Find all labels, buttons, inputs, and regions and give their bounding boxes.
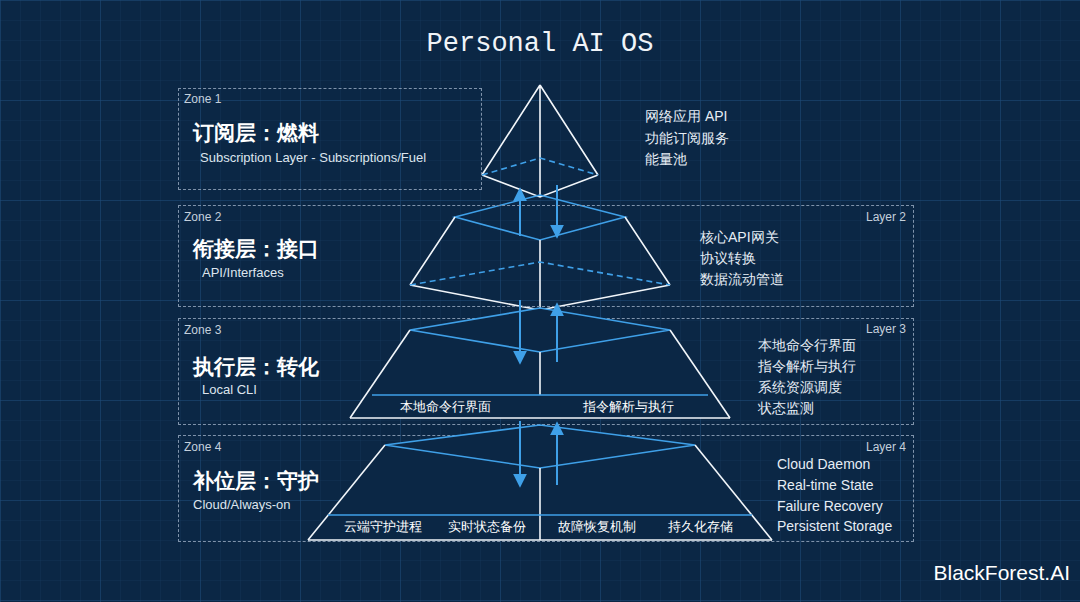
zone-number: Zone 2: [184, 210, 221, 224]
side-note: 网络应用 API: [645, 108, 727, 125]
component-label: 故障恢复机制: [558, 520, 636, 535]
feature-item: 状态监测: [758, 400, 814, 417]
feature-item: Real-time State: [777, 477, 873, 494]
layer-number: Layer 3: [866, 322, 906, 336]
zone-box: Zone 3执行层：转化Local CLILayer 3本地命令行界面指令解析与…: [178, 318, 914, 425]
layer-subtitle: Subscription Layer - Subscriptions/Fuel: [200, 150, 426, 166]
feature-item: 数据流动管道: [700, 271, 784, 288]
feature-item: 核心API网关: [700, 229, 779, 246]
layer-number: Layer 4: [866, 440, 906, 454]
zone-number: Zone 4: [184, 440, 221, 454]
zone-number: Zone 1: [184, 92, 221, 106]
layer-heading: 衔接层：接口: [193, 236, 319, 261]
feature-item: Failure Recovery: [777, 498, 883, 515]
zone-number: Zone 3: [184, 323, 221, 337]
component-label: 持久化存储: [668, 520, 733, 535]
watermark: BlackForest.AI: [933, 560, 1070, 585]
side-note: 能量池: [645, 151, 687, 168]
component-label: 实时状态备份: [448, 520, 526, 535]
feature-item: Persistent Storage: [777, 518, 892, 535]
zone-box: Zone 2 衔接层：接口 API/Interfaces Layer 2 核心API网关…: [178, 205, 914, 307]
feature-item: 本地命令行界面: [758, 337, 856, 354]
feature-item: Cloud Daemon: [777, 456, 870, 473]
component-label: 本地命令行界面: [400, 400, 491, 415]
pyramid-slice: 云端守护进程 实时状态备份 故障恢复机制 持久化存储: [308, 425, 772, 540]
component-label: 指令解析与执行: [583, 400, 674, 415]
zone-box: Zone 4 补位层：守护 Cloud/Always-on Layer 4 Cloud …: [178, 435, 914, 542]
pyramid-slice: 本地命令行界面 指令解析与执行: [350, 308, 730, 418]
feature-item: 系统资源调度: [758, 379, 842, 396]
feature-item: 指令解析与执行: [758, 358, 856, 375]
layer-subtitle: Local CLI: [202, 382, 257, 398]
layer-subtitle: Cloud/Always-on: [193, 497, 291, 513]
feature-item: 协议转换: [700, 250, 756, 267]
top-slice: [482, 85, 598, 197]
second-slice: [410, 195, 670, 310]
diagram-title: Personal AI OS: [0, 28, 1080, 60]
zone-box: Zone 1 订阅层：燃料 Subscription Layer - Subscri…: [178, 88, 482, 190]
layer-heading: 订阅层：燃料: [193, 120, 319, 145]
layer-heading: 补位层：守护: [193, 468, 319, 493]
component-label: 云端守护进程: [344, 520, 422, 535]
side-note: 功能订阅服务: [645, 130, 729, 147]
layer-number: Layer 2: [866, 210, 906, 224]
layer-heading: 执行层：转化: [193, 354, 319, 379]
layer-subtitle: API/Interfaces: [202, 265, 284, 281]
flow-arrows: [520, 185, 557, 236]
